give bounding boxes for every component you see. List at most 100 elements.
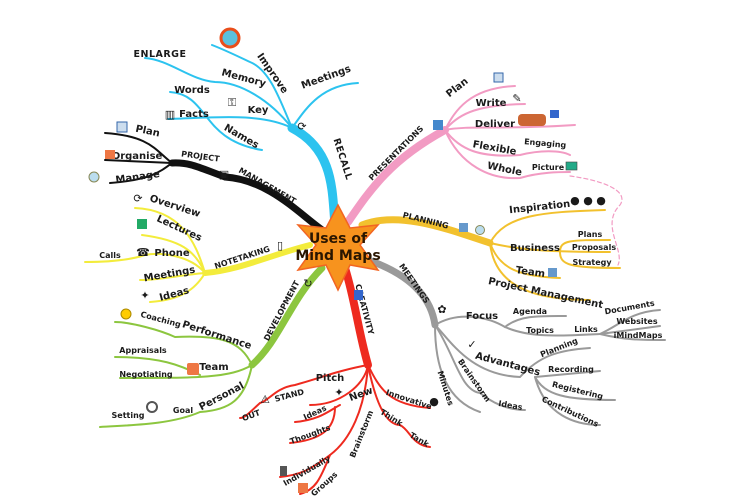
- recall-improve: Improve: [254, 51, 290, 95]
- planning-proposals: Proposals: [572, 243, 616, 252]
- project-manage: Manage: [115, 169, 161, 186]
- planning-business: Business: [510, 243, 560, 254]
- development-appraisals: Appraisals: [119, 346, 167, 355]
- creativity-brainstorm: Brainstorm: [348, 409, 375, 459]
- meetings-topics: Topics: [526, 326, 554, 335]
- meetings-documents: Documents: [604, 299, 656, 317]
- meetings-links: Links: [574, 325, 598, 334]
- calendar-icon: [116, 121, 128, 133]
- magic-wand-icon: ✦: [334, 386, 343, 399]
- refresh-icon: ⟳: [297, 120, 306, 133]
- picture-icon: [565, 161, 578, 171]
- development-negotiating: Negotiating: [119, 370, 173, 379]
- center-title-line2: Mind Maps: [295, 248, 380, 264]
- planning-inspiration: Inspiration: [509, 199, 571, 216]
- creativity-groups: Groups: [309, 470, 339, 498]
- key-icon: ⚿: [228, 96, 236, 109]
- factory-icon: ▥: [165, 108, 175, 121]
- center-title-line1: Uses of: [309, 231, 368, 247]
- recall-facts: Facts: [179, 109, 209, 120]
- sync-icon: ⟳: [133, 192, 142, 205]
- gears-icon: ✿: [437, 303, 446, 316]
- recall-words: Words: [174, 85, 210, 96]
- presentations-label: PRESENTATIONS: [367, 124, 426, 183]
- planning-team: Team: [515, 265, 546, 280]
- meetings-websites: Websites: [616, 317, 657, 326]
- meetings-recording: Recording: [548, 365, 594, 374]
- development-label: DEVELOPMENT: [262, 279, 302, 343]
- recall-enlarge: ENLARGE: [134, 49, 187, 60]
- books-icon: [105, 150, 115, 159]
- branch-notetaking: [84, 207, 313, 303]
- crayons-icon: [354, 290, 363, 300]
- meetings-advantages: Advantages: [474, 351, 541, 379]
- recall-memory: Memory: [220, 67, 267, 90]
- notetaking-ideas: Ideas: [158, 285, 190, 303]
- branch-creativity: [239, 264, 431, 495]
- bulb-icon: ●: [429, 395, 439, 408]
- brain-icon: [219, 27, 241, 49]
- branch-project-management: [104, 132, 329, 236]
- project-plan: Plan: [134, 124, 160, 140]
- presentations-write: Write: [476, 98, 507, 109]
- meetings-agenda: Agenda: [513, 307, 547, 316]
- target-icon: [146, 401, 158, 413]
- presentations-plan: Plan: [444, 76, 470, 100]
- alarm-icon: [475, 225, 485, 235]
- presenter-icon-2: [433, 120, 443, 130]
- phone-icon: ☎: [136, 246, 150, 259]
- creativity-thoughts: Thoughts: [289, 423, 332, 446]
- planning-strategy: Strategy: [572, 258, 612, 267]
- project-label-2: MANAGEMENT: [237, 166, 298, 206]
- planning-plans: Plans: [578, 230, 603, 239]
- branch-meetings: [358, 254, 666, 426]
- lightbulbs-icon: ● ● ●: [570, 194, 606, 207]
- branch-planning: [358, 209, 621, 301]
- creativity-think: Think: [378, 407, 404, 428]
- cycle-icon: ↻: [303, 277, 312, 290]
- person-icon: [280, 466, 287, 476]
- creativity-pitch: Pitch: [316, 373, 345, 384]
- development-team: Team: [199, 362, 228, 373]
- smiley-icon: [120, 308, 132, 320]
- creativity-out: OUT: [241, 408, 262, 423]
- checkmark-icon: ✓: [467, 338, 476, 351]
- presentations-whole: Whole: [486, 161, 523, 179]
- clock-icon: [88, 171, 100, 183]
- creativity-innovative: Innovative: [385, 388, 434, 411]
- presenter-icon: ▣: [219, 168, 229, 181]
- center-star: [296, 203, 380, 292]
- wand-icon: ✦: [140, 289, 149, 302]
- stack-icon: [137, 219, 147, 229]
- recall-label: RECALL: [330, 137, 354, 182]
- meetings-planning: Planning: [539, 336, 579, 359]
- creativity-ideas: Ideas: [302, 403, 328, 422]
- meetings-label: MEETINGS: [397, 262, 431, 305]
- team-icon: [187, 363, 199, 375]
- checklist-icon: [459, 223, 468, 232]
- branch-presentations: [344, 85, 576, 226]
- monitor-icon: [550, 110, 559, 118]
- notetaking-calls: Calls: [99, 251, 121, 260]
- group-icon: [298, 483, 308, 493]
- recall-key: Key: [248, 105, 269, 116]
- development-setting: Setting: [112, 411, 145, 420]
- chart-icon: [493, 72, 504, 83]
- development-performance: Performance: [181, 319, 253, 352]
- meetings-focus: Focus: [466, 311, 498, 322]
- clipboard-icon: ▯: [277, 239, 283, 252]
- warning-icon: ⚠: [260, 393, 270, 406]
- project-organise: Organise: [112, 151, 163, 162]
- presentations-picture: Picture: [532, 163, 565, 172]
- audience-icon: [518, 114, 546, 126]
- recall-meetings: Meetings: [300, 64, 353, 92]
- meetings-imindmaps: iMindMaps: [614, 331, 663, 340]
- pen-icon: ✎: [512, 92, 521, 105]
- planning-label: PLANNING: [402, 211, 450, 231]
- creativity-new: New: [348, 385, 375, 404]
- branch-development: [99, 264, 326, 428]
- development-goal: Goal: [173, 406, 193, 415]
- notetaking-phone: Phone: [154, 248, 189, 259]
- presentations-engaging: Engaging: [524, 137, 567, 150]
